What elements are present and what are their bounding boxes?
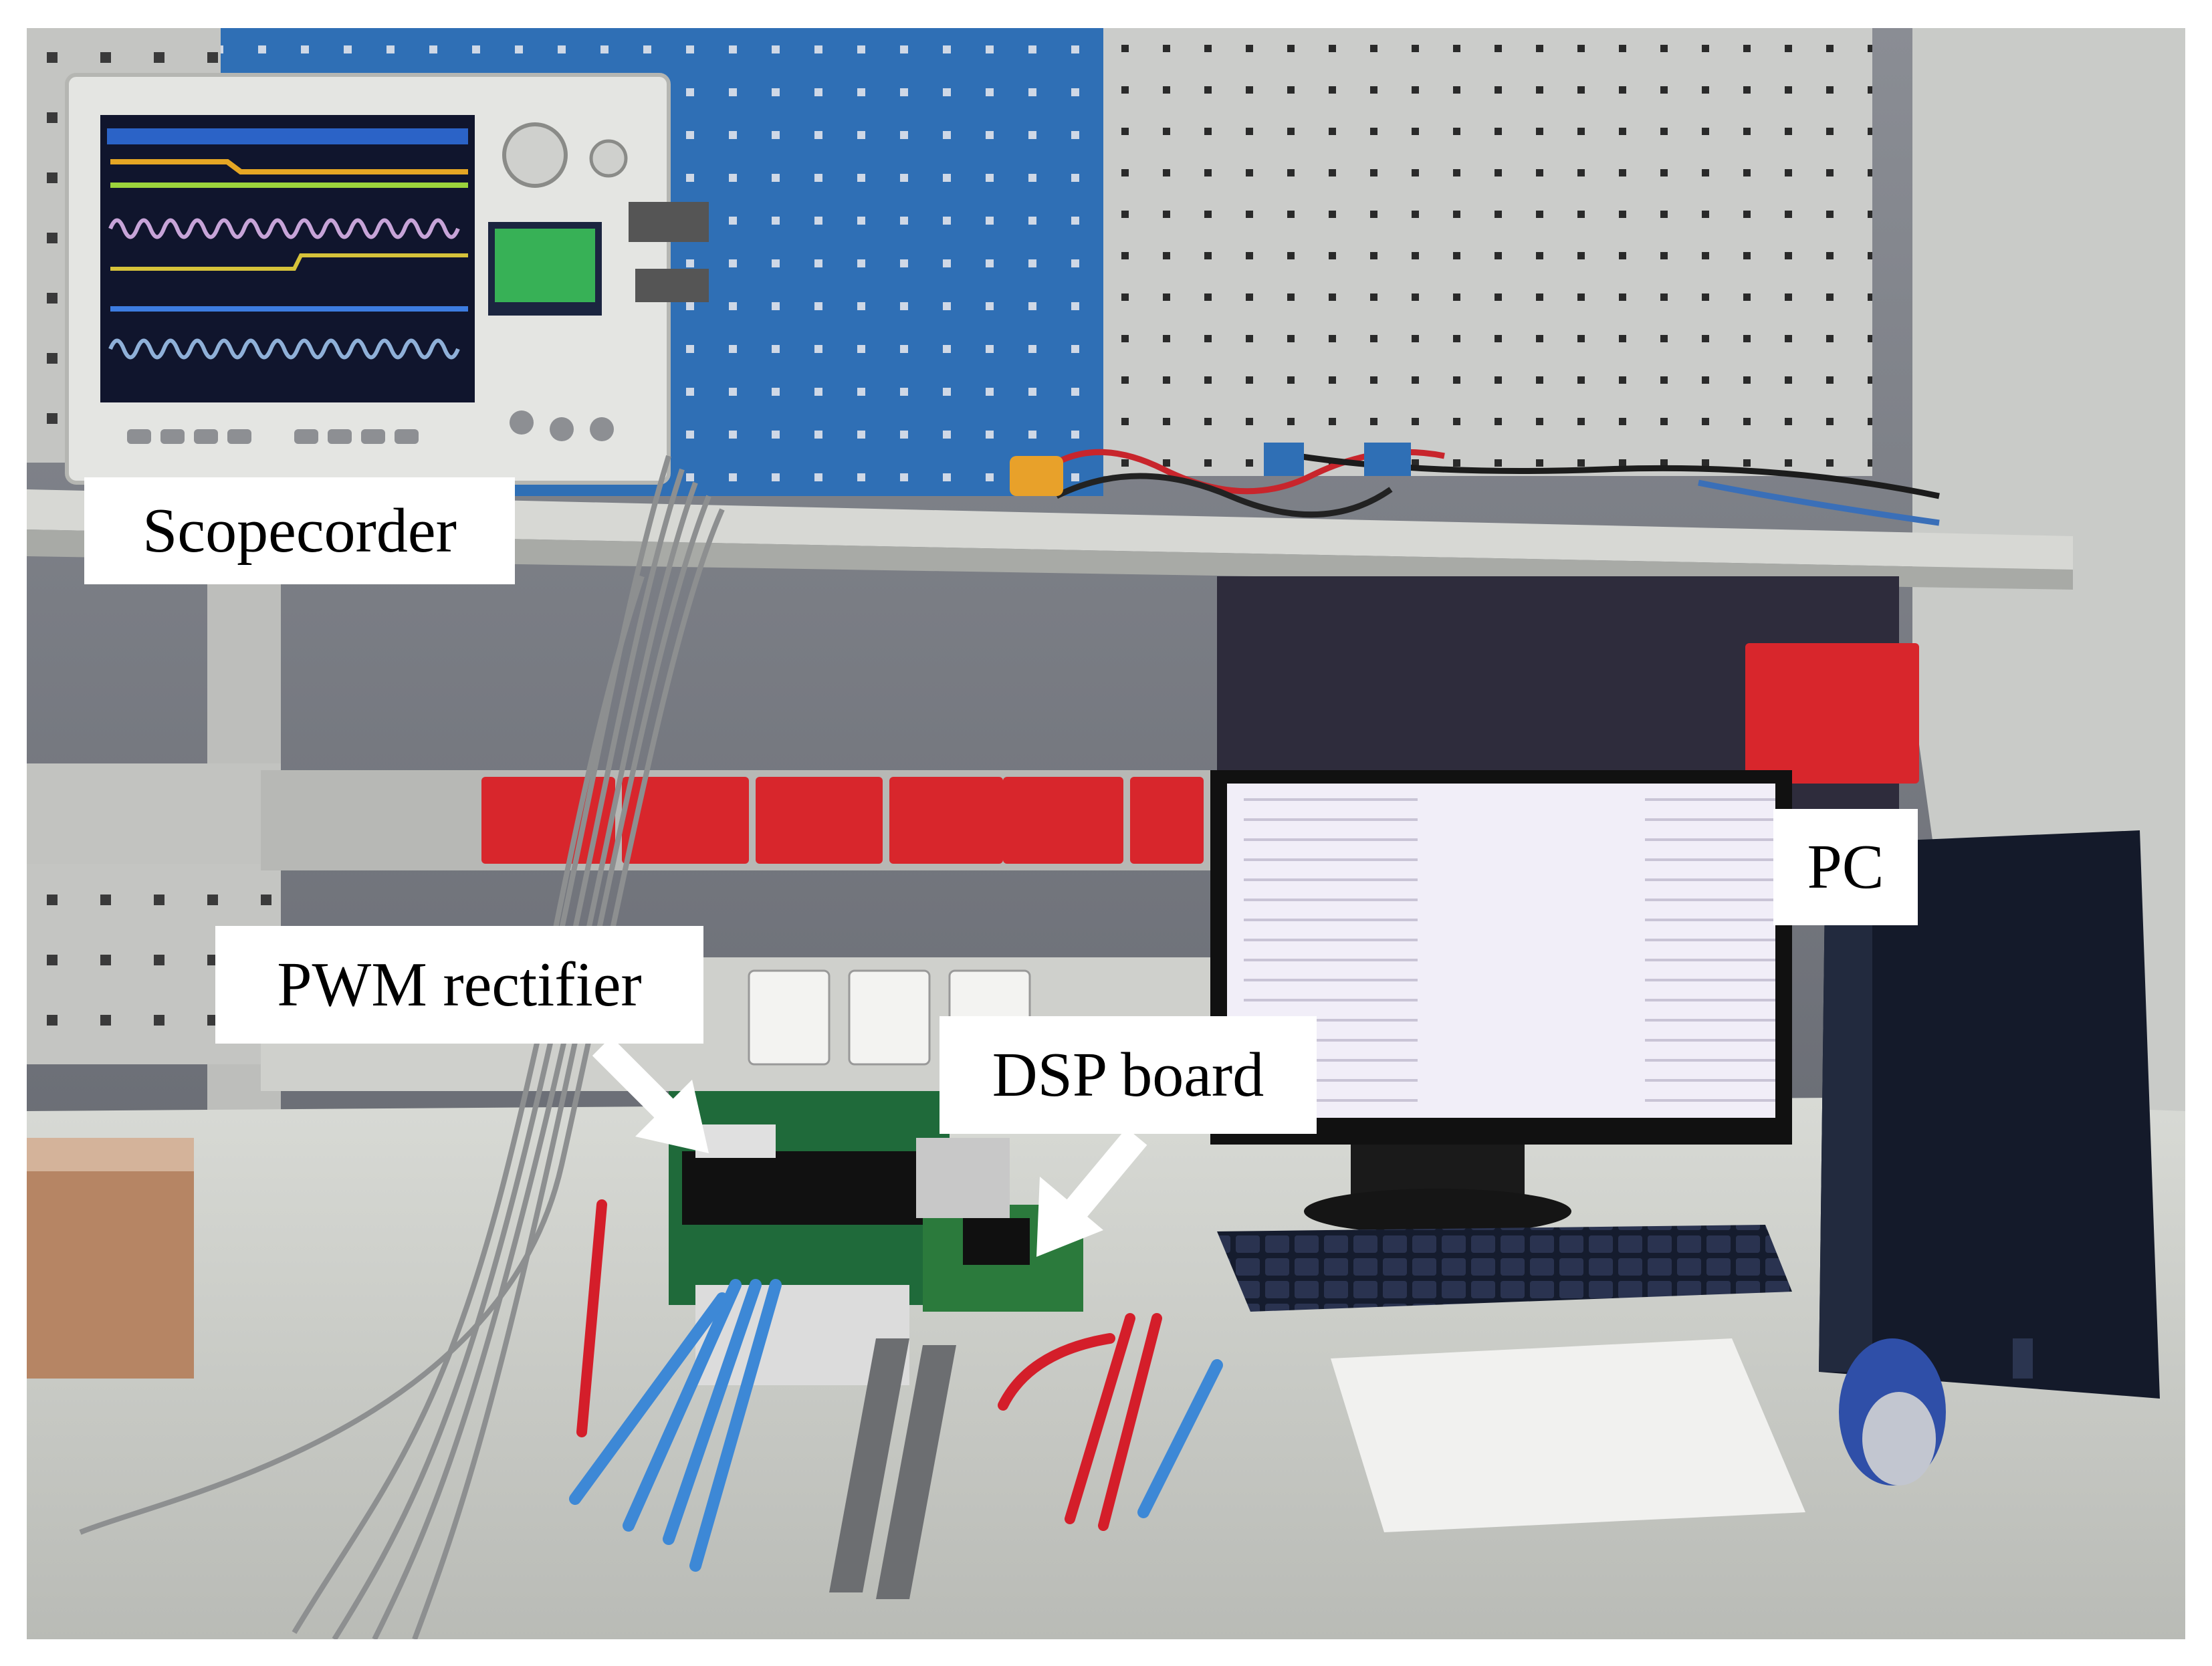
monitor-screen xyxy=(1227,784,1775,1118)
monitor xyxy=(1210,770,1792,1234)
pc-tower xyxy=(1819,830,2160,1399)
lab-bench-photo xyxy=(27,28,2185,1639)
keyboard xyxy=(1217,1225,1792,1312)
blue-probes xyxy=(569,1279,1223,1572)
current-probes xyxy=(829,1338,956,1599)
mouse-pad xyxy=(1331,1338,1805,1532)
probe-cables xyxy=(79,455,725,1639)
scopecorder-label: Scopecorder xyxy=(84,477,515,584)
pwm-rectifier-label: PWM rectifier xyxy=(215,926,703,1044)
upper-shelf xyxy=(27,489,2073,570)
pc-label: PC xyxy=(1773,809,1918,925)
scopecorder-device xyxy=(65,73,709,485)
pwm-rectifier-board xyxy=(669,1091,950,1385)
red-probes xyxy=(576,1199,1162,1531)
wooden-block xyxy=(27,1138,194,1379)
multimeter xyxy=(1010,456,1063,496)
dsp-board-label: DSP board xyxy=(939,1016,1317,1134)
grey-pegboard xyxy=(1103,28,1872,476)
